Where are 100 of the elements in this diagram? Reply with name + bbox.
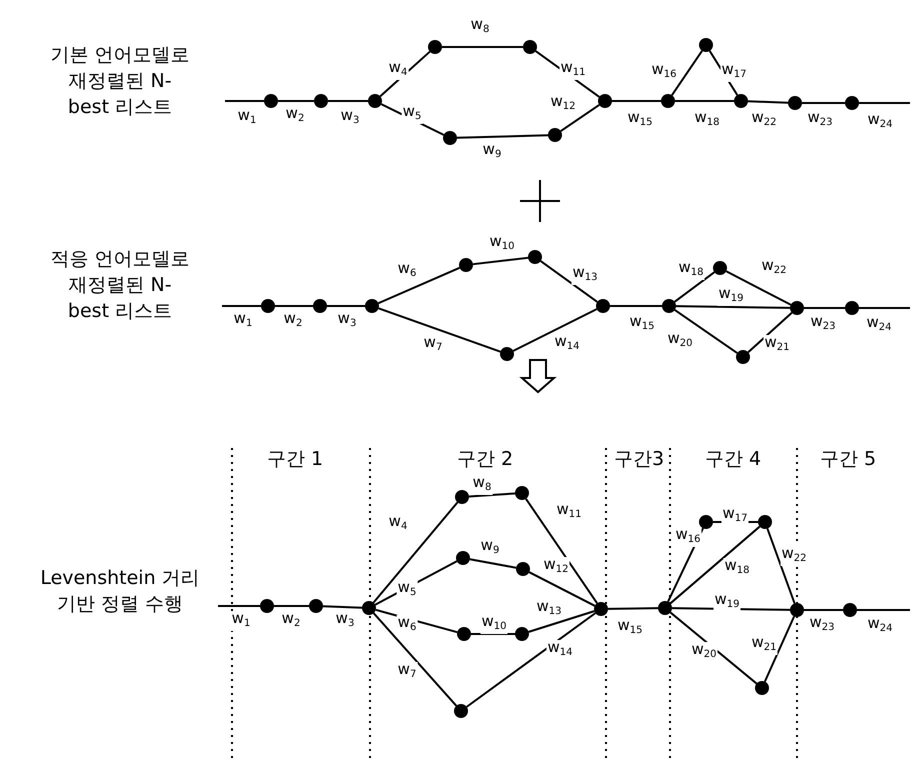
lattice-edge <box>275 305 313 307</box>
lattice-edge <box>225 100 264 102</box>
lattice-node <box>443 131 457 145</box>
lattice-edge <box>525 498 598 604</box>
lattice-edge <box>857 609 910 611</box>
lattice-node <box>264 94 278 108</box>
lattice-edge <box>859 307 910 309</box>
lattice-node <box>313 299 327 313</box>
edge-label: w$_{16}$ <box>674 527 702 547</box>
lattice-node <box>515 486 529 500</box>
section-label: 구간 4 <box>704 447 762 472</box>
lattice-edge <box>674 271 715 303</box>
lattice-edge <box>859 102 910 104</box>
lattice-node <box>455 490 469 504</box>
lattice-edge <box>472 256 528 266</box>
lattice-edge <box>380 103 444 136</box>
section-label: 구간3 <box>612 447 666 472</box>
lattice-node <box>845 301 859 315</box>
lattice-edge <box>560 104 600 132</box>
lattice-node <box>523 40 537 54</box>
lattice-edge <box>540 260 598 303</box>
lattice-node <box>658 601 672 615</box>
lattice-edge <box>375 608 458 634</box>
row-label: 적응 언어모델로 재정렬된 N-best 리스트 <box>50 247 190 324</box>
lattice-edge <box>670 612 758 684</box>
lattice-node <box>699 515 713 529</box>
lattice-node <box>845 96 859 110</box>
lattice-edge <box>748 100 788 104</box>
edge-label: w$_{22}$ <box>780 546 808 566</box>
lattice-node <box>260 599 274 613</box>
lattice-node <box>457 627 471 641</box>
lattice-edge <box>676 305 790 309</box>
lattice-edge <box>512 308 598 352</box>
lattice-edge <box>372 612 458 706</box>
lattice-node <box>662 299 676 313</box>
lattice-node <box>459 258 473 272</box>
lattice-edge <box>327 305 365 307</box>
lattice-node <box>790 603 804 617</box>
lattice-node <box>758 515 772 529</box>
lattice-node <box>661 94 675 108</box>
lattice-edge <box>670 526 760 604</box>
lattice-node <box>699 38 713 52</box>
lattice-edge <box>675 100 734 102</box>
lattice-edge <box>470 558 516 569</box>
lattice-edge <box>222 305 261 307</box>
lattice-node <box>790 301 804 315</box>
lattice-edge <box>374 560 458 606</box>
lattice-edge <box>466 612 596 708</box>
lattice-node <box>734 94 748 108</box>
lattice-edge <box>378 266 460 304</box>
lattice-edge <box>608 607 658 610</box>
lattice-node <box>362 601 376 615</box>
lattice-edge <box>468 492 516 498</box>
lattice-node <box>454 704 468 718</box>
lattice-node <box>598 94 612 108</box>
lattice-edge <box>804 307 845 309</box>
section-label: 구간 5 <box>818 447 878 472</box>
lattice-edge <box>528 610 595 633</box>
lattice-edge <box>764 616 796 682</box>
lattice-edge <box>274 605 309 607</box>
lattice-edge <box>442 46 523 48</box>
lattice-edge <box>802 102 845 104</box>
lattice-node <box>548 128 562 142</box>
lattice-node <box>736 350 750 364</box>
lattice-edge <box>528 571 596 607</box>
lattice-node <box>713 261 727 275</box>
row-label: 기본 언어모델로 재정렬된 N-best 리스트 <box>50 43 190 120</box>
lattice-node <box>594 602 608 616</box>
lattice-node <box>368 94 382 108</box>
lattice-edge <box>674 309 738 354</box>
lattice-edge <box>726 270 792 306</box>
lattice-edge <box>378 307 501 353</box>
lattice-node <box>596 299 610 313</box>
lattice-edge <box>380 50 430 98</box>
lattice-node <box>515 627 529 641</box>
section-label: 구간 2 <box>456 447 514 472</box>
lattice-node <box>500 347 514 361</box>
lattice-edge <box>612 100 661 102</box>
lattice-node <box>428 40 442 54</box>
lattice-node <box>314 94 328 108</box>
lattice-node <box>365 299 379 313</box>
lattice-edge <box>671 50 703 96</box>
lattice-edge <box>456 134 548 139</box>
lattice-edge <box>471 633 515 635</box>
lattice-node <box>261 299 275 313</box>
lattice-node <box>788 96 802 110</box>
lattice-node <box>456 551 470 565</box>
lattice-edge <box>804 609 843 611</box>
row-label: Levenshtein 거리 기반 정렬 수행 <box>39 566 201 617</box>
lattice-edge <box>328 100 368 102</box>
lattice-node <box>755 681 769 695</box>
lattice-node <box>516 562 530 576</box>
lattice-edge <box>748 312 792 354</box>
lattice-edge <box>322 605 362 609</box>
lattice-edge <box>372 502 458 604</box>
lattice-node <box>528 250 542 264</box>
lattice-edge <box>278 100 314 102</box>
lattice-edge <box>610 305 662 307</box>
lattice-node <box>309 599 323 613</box>
lattice-edge <box>218 605 260 607</box>
